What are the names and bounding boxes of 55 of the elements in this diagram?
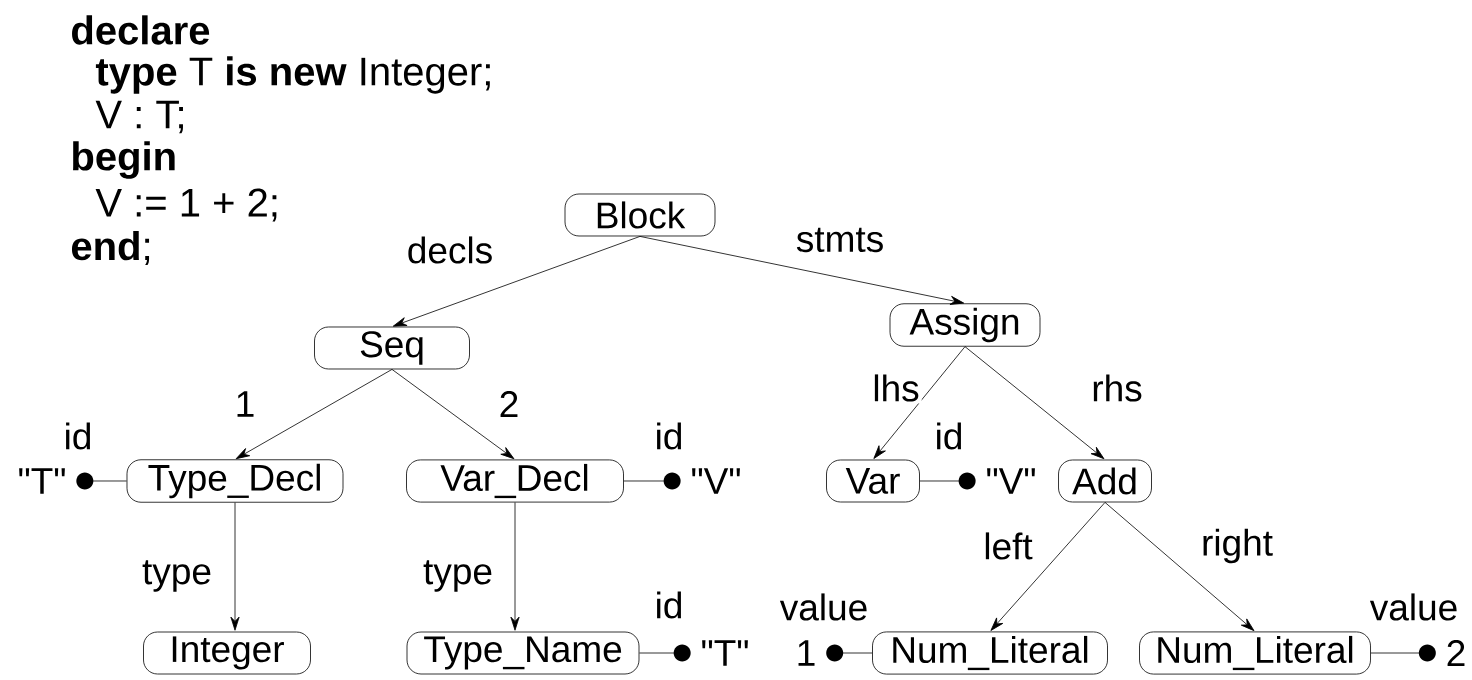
connector bbox=[990, 502, 1106, 631]
value-text: "V" bbox=[692, 468, 740, 494]
node-box: Type_Name bbox=[406, 631, 640, 675]
edge-label: rhs bbox=[1089, 372, 1145, 404]
connector bbox=[391, 369, 515, 460]
connector bbox=[235, 369, 393, 460]
connector bbox=[623, 472, 681, 490]
edge-label: id bbox=[932, 420, 966, 452]
value-text: 2 bbox=[1447, 640, 1465, 666]
connector bbox=[873, 346, 966, 459]
connector bbox=[826, 644, 873, 662]
edge-label: lhs bbox=[870, 372, 922, 404]
edge-label: 1 bbox=[232, 389, 258, 419]
connector bbox=[1104, 502, 1255, 632]
connector bbox=[639, 236, 965, 305]
edge-label: stmts bbox=[793, 225, 887, 255]
node-box: Assign bbox=[889, 303, 1041, 347]
node-box: Seq bbox=[314, 326, 470, 370]
edge-label: value bbox=[777, 591, 871, 623]
node-box: Integer bbox=[143, 631, 311, 675]
value-text: 1 bbox=[798, 640, 815, 666]
code-line: type T is new Integer; bbox=[95, 56, 490, 94]
value-text: "T" bbox=[702, 640, 748, 666]
edge-label: type bbox=[421, 558, 495, 594]
node-box: Type_Decl bbox=[126, 459, 344, 503]
edge-label: decls bbox=[404, 234, 496, 266]
connector bbox=[919, 472, 976, 490]
edge-label: id bbox=[652, 420, 686, 452]
connector bbox=[230, 502, 240, 631]
code-line: end; bbox=[71, 230, 150, 266]
edge-label: right bbox=[1199, 526, 1275, 566]
node-box: Block bbox=[564, 193, 716, 237]
connector bbox=[964, 346, 1105, 460]
connector bbox=[392, 236, 641, 327]
edge-label: left bbox=[981, 530, 1035, 562]
code-line: declare bbox=[72, 15, 210, 45]
value-text: "T" bbox=[19, 468, 65, 494]
edge-label: id bbox=[61, 420, 95, 452]
connector bbox=[76, 472, 127, 490]
connector bbox=[510, 502, 520, 631]
edge-label: value bbox=[1367, 591, 1461, 623]
edge-label: id bbox=[652, 589, 686, 621]
value-text: "V" bbox=[987, 468, 1035, 494]
code-line: V := 1 + 2; bbox=[95, 188, 277, 222]
edge-label: type bbox=[140, 558, 214, 594]
node-box: Var bbox=[826, 459, 920, 503]
node-box: Num_Literal bbox=[1139, 631, 1371, 675]
connector bbox=[1370, 644, 1436, 662]
code-line: V : T; bbox=[95, 100, 183, 134]
node-box: Num_Literal bbox=[872, 631, 1108, 675]
edge-label: 2 bbox=[496, 389, 522, 419]
node-box: Add bbox=[1058, 459, 1152, 503]
node-box: Var_Decl bbox=[406, 459, 624, 503]
connector bbox=[639, 644, 691, 662]
code-line: begin bbox=[73, 141, 175, 179]
